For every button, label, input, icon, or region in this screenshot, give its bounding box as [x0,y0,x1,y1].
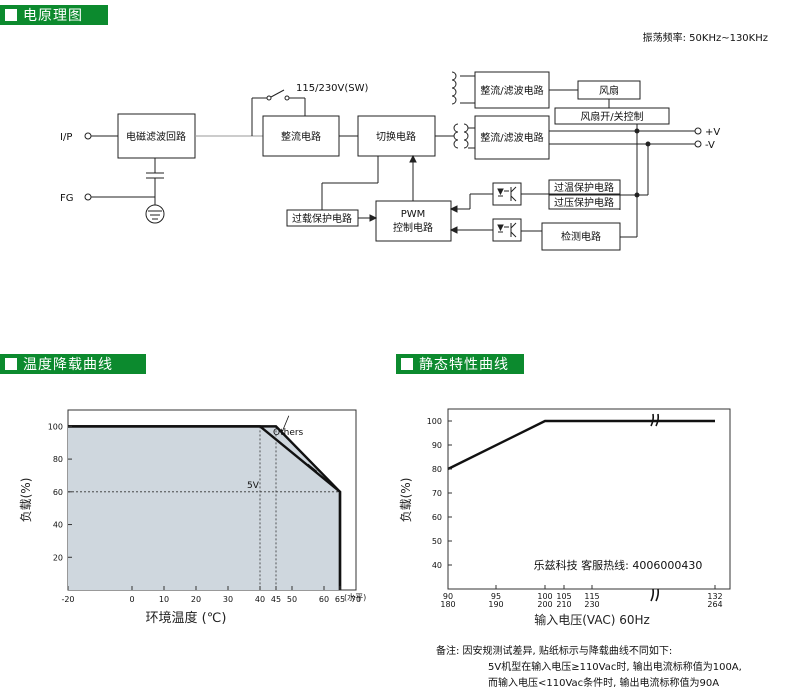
otp-block: 过温保护电路 [554,181,614,194]
y-tick-label: 100 [427,417,442,426]
static-x-label: 输入电压(VAC) 60Hz [534,612,650,627]
x-tick-label: 132 [707,592,722,601]
frequency-label: 振荡频率: 50KHz~130KHz [643,31,768,44]
section-header-derating: 温度降载曲线 [0,354,146,374]
square-icon [401,358,413,370]
note-line: 5V机型在输入电压≥110Vac时, 输出电流标称值为100A, [488,662,742,673]
section-header-block-diagram: 电原理图 [0,5,108,25]
y-tick-label: 60 [53,488,63,497]
section-title: 静态特性曲线 [419,357,509,373]
rectifier-block: 整流电路 [281,130,321,143]
square-icon [5,9,17,21]
switching-block: 切换电路 [376,130,416,143]
section-title: 温度降载曲线 [23,357,113,373]
x-tick-label: 65 [335,595,345,604]
y-tick-label: 100 [48,422,63,431]
x-tick-label: 45 [271,595,281,604]
x-tick-label: 30 [223,595,233,604]
derating-x-label: 环境温度 (℃) [146,610,227,626]
x-tick-label-230v: 180 [440,600,455,609]
series-label-others: Others [273,428,304,438]
y-tick-label: 80 [53,455,63,464]
axis-break-mark [650,413,660,427]
note-line: 而输入电压<110Vac条件时, 输出电流标称值为90A [488,678,720,689]
x-tick-label-230v: 210 [556,600,571,609]
x-tick-label: 95 [491,592,501,601]
y-tick-label: 60 [432,513,442,522]
pwm-label: PWM [401,209,426,220]
derating-area [68,426,340,590]
x-tick-label: 70 [351,595,361,604]
hotline-watermark: 乐兹科技 客服热线: 4006000430 [534,558,703,572]
series-label-5v: 5V [247,481,260,491]
x-tick-label: 105 [556,592,571,601]
ip-label: I/P [60,132,72,143]
x-tick-label: 20 [191,595,201,604]
emi-filter-block: 电磁滤波回路 [126,130,186,143]
x-tick-label: 0 [129,595,134,604]
x-tick-label: 40 [255,595,265,604]
y-tick-label: 90 [432,441,442,450]
note-block: 备注: 因安规测试差异, 贴纸标示与降载曲线不同如下: 5V机型在输入电压≥11… [436,644,742,692]
x-tick-label: 90 [443,592,453,601]
detect-block: 检测电路 [561,230,601,243]
derating-x-unit: (水平) [344,592,366,602]
x-tick-label-230v: 264 [707,600,722,609]
y-tick-label: 40 [432,561,442,570]
switch-label: 115/230V(SW) [296,83,369,94]
fan-block: 风扇 [599,84,619,97]
fan-control-block: 风扇开/关控制 [580,110,643,123]
x-tick-label: 50 [287,595,297,604]
fg-label: FG [60,193,74,204]
axis-break-mark [650,588,660,602]
static-y-label: 负载(%) [399,478,413,523]
derating-y-label: 负载(%) [19,478,33,523]
olp-block: 过载保护电路 [292,212,352,225]
y-tick-label: 70 [432,489,442,498]
section-title: 电原理图 [23,8,83,24]
x-tick-label: 100 [537,592,552,601]
x-tick-label-230v: 190 [488,600,503,609]
x-tick-label-230v: 230 [584,600,599,609]
aux-rectifier-block: 整流/滤波电路 [480,84,543,97]
x-tick-label: -20 [61,595,74,604]
callout-line [307,463,318,472]
pwm-control-label: 控制电路 [393,221,433,234]
vplus-label: +V [705,127,720,138]
square-icon [5,358,17,370]
block-diagram: I/P FG 电磁滤波回路 115/230V(SW) 整流电路 切换电路 整流/… [60,31,768,251]
series-line-5v [68,425,342,590]
y-tick-label: 80 [432,465,442,474]
callout-line [282,415,290,432]
y-tick-label: 20 [53,553,63,562]
y-tick-label: 40 [53,521,63,530]
vminus-label: -V [705,140,715,151]
main-rectifier-block: 整流/滤波电路 [480,131,543,144]
y-tick-label: 50 [432,537,442,546]
section-header-static: 静态特性曲线 [396,354,524,374]
x-tick-label: 115 [584,592,599,601]
ovp-block: 过压保护电路 [554,196,614,209]
note-line: 备注: 因安规测试差异, 贴纸标示与降载曲线不同如下: [436,646,673,657]
x-tick-label-230v: 200 [537,600,552,609]
x-tick-label: 10 [159,595,169,604]
static-chart: 1009080706050409018095190100200105210115… [399,408,731,627]
x-tick-label: 60 [319,595,329,604]
